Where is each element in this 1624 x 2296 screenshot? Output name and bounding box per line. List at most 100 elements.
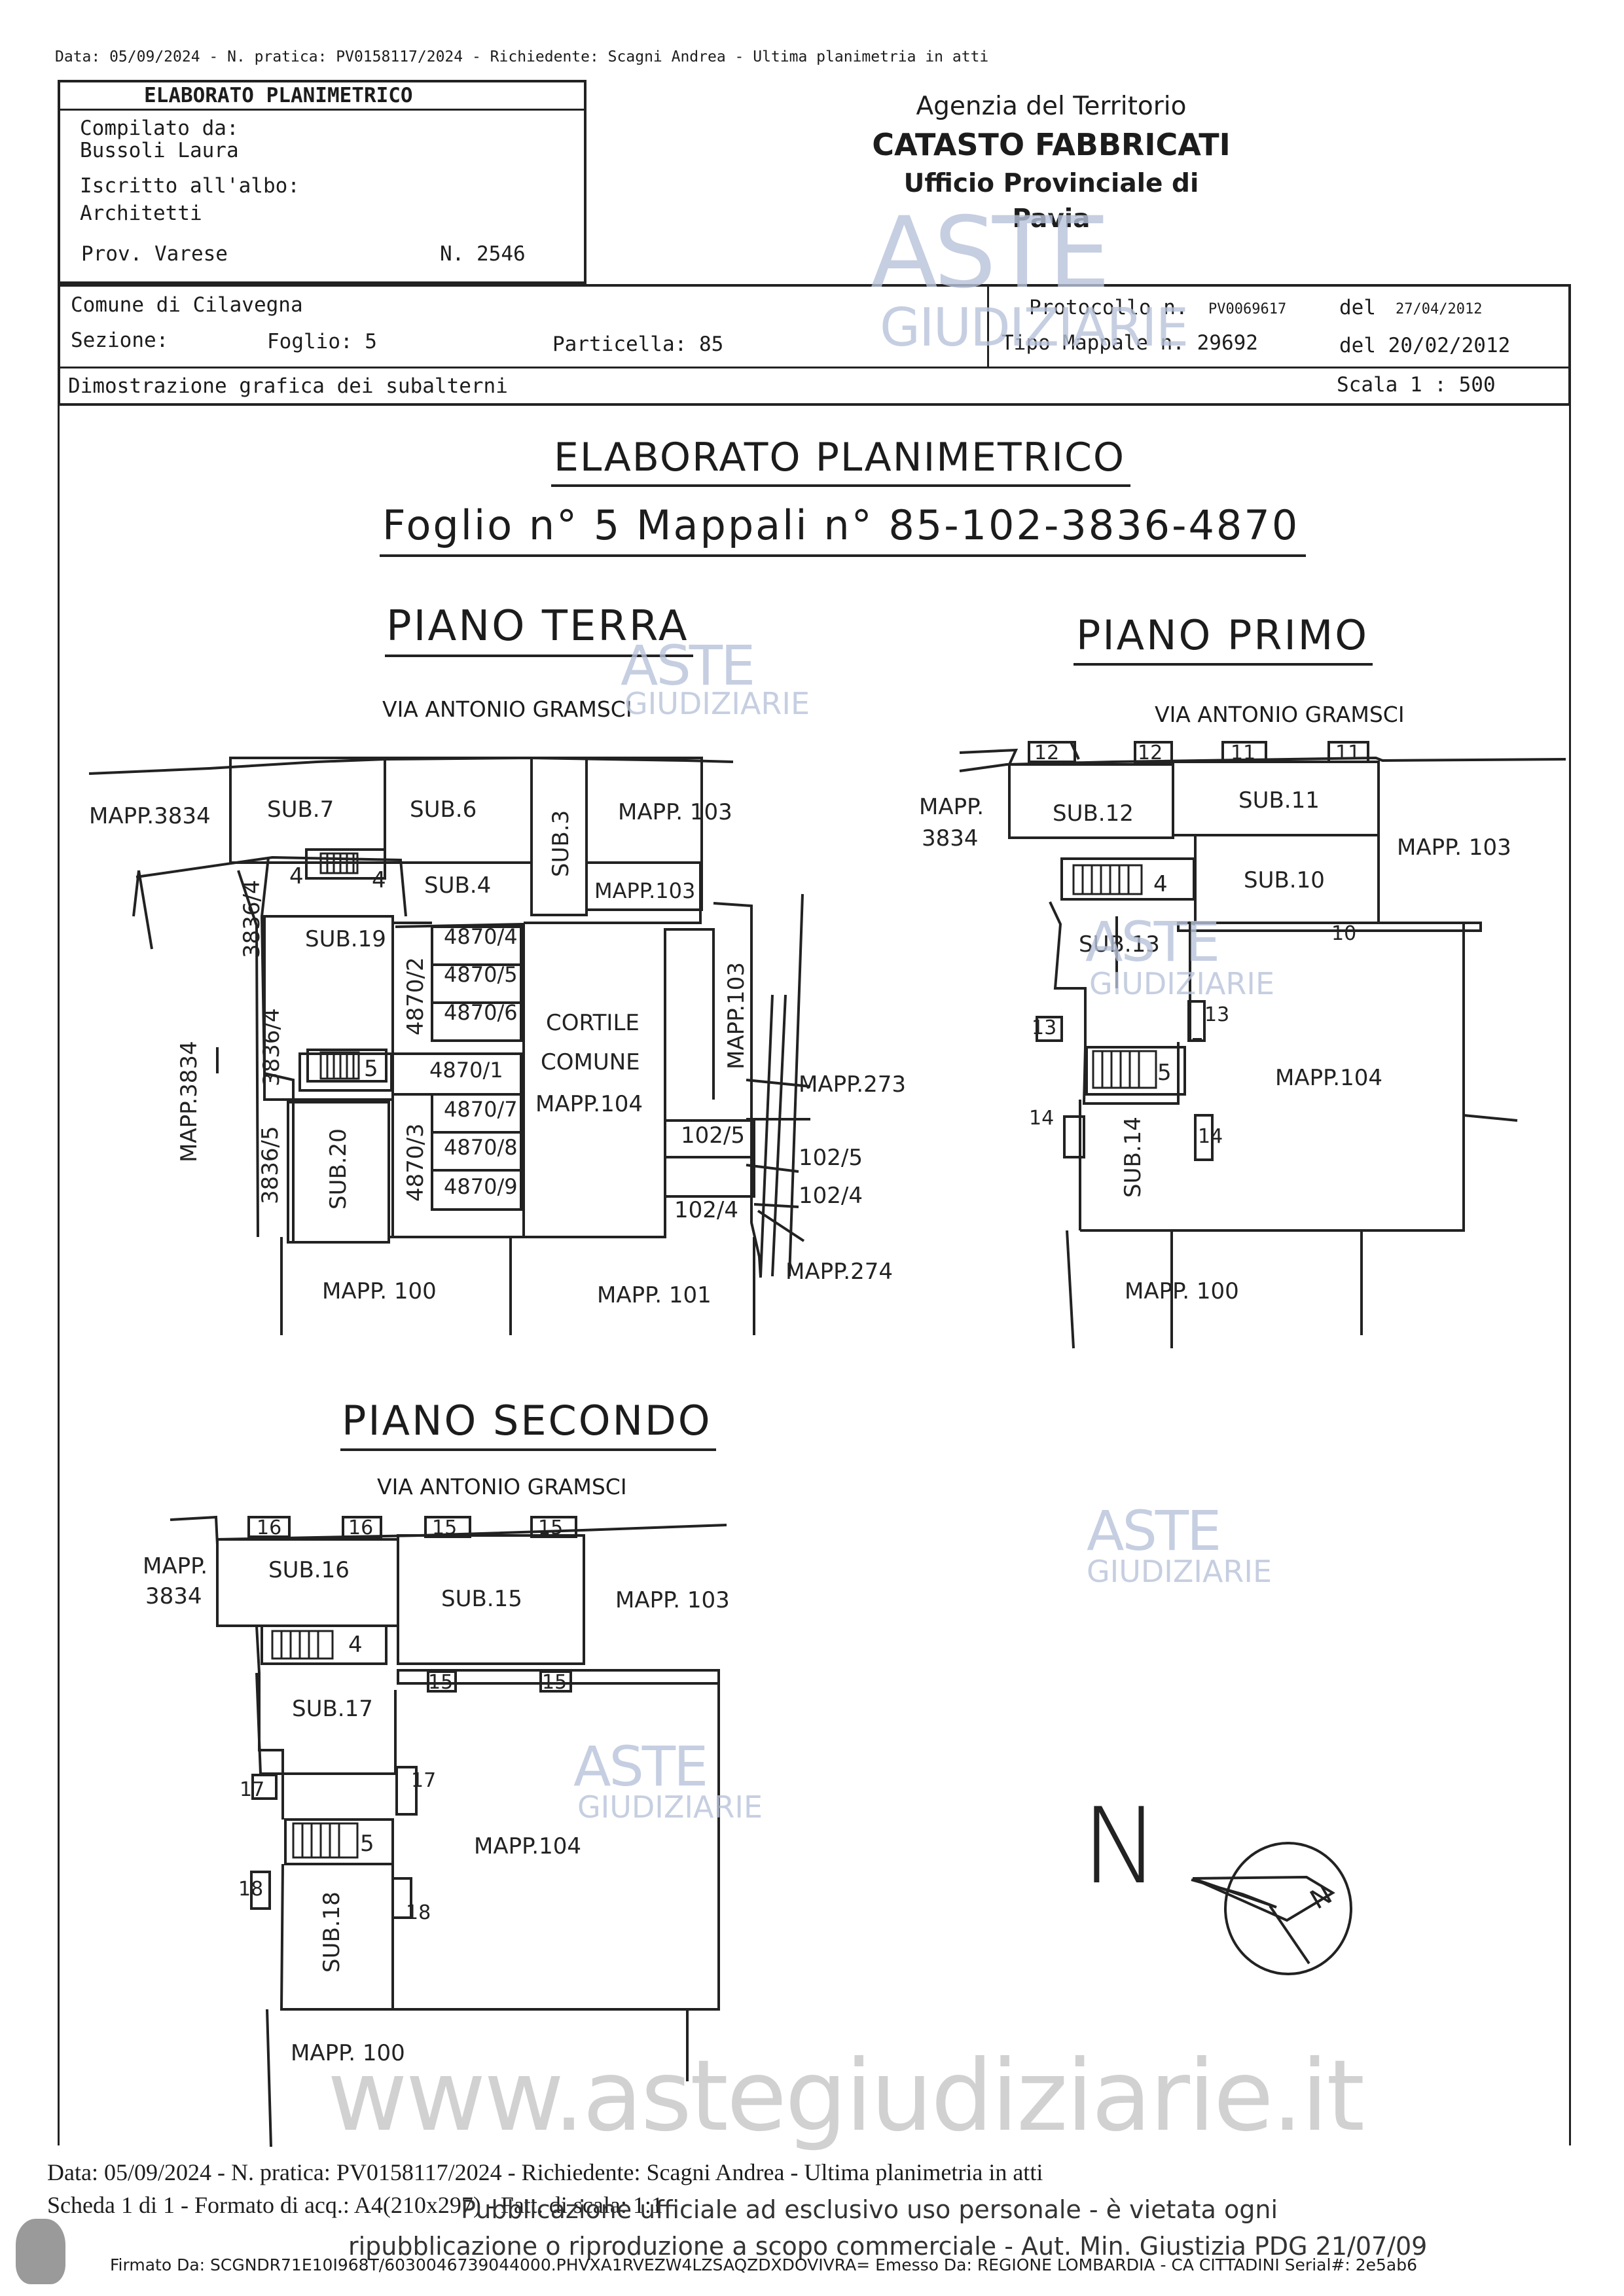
info-box [58,284,1571,406]
piano-terra-heading: PIANO TERRA [385,602,693,657]
ps-label: 15 [538,1516,563,1539]
watermark-giudiziarie-1: GIUDIZIARIE [624,686,810,721]
compass-n: N [1305,1880,1337,1916]
stair-primo-top [1072,864,1143,895]
ps-label: SUB.15 [441,1586,522,1612]
watermark-giudiziarie-3: GIUDIZIARIE [1087,1554,1272,1589]
pp-label: 13 [1032,1016,1056,1039]
ps-label: 5 [360,1831,374,1857]
ps-label: 18 [238,1878,263,1901]
top-line: Data: 05/09/2024 - N. pratica: PV0158117… [55,48,989,65]
pt-label: 102/5 [681,1122,745,1149]
pp-label: MAPP. 100 [1125,1278,1239,1304]
piano-primo-heading: PIANO PRIMO [1074,611,1373,666]
pt-label: 4 [289,863,304,889]
pt-label: 4870/4 [444,924,518,949]
box-title: ELABORATO PLANIMETRICO [144,84,413,107]
pt-label: 3836/4 [239,880,265,958]
pp-label: 14 [1029,1107,1054,1130]
comune: Comune di Cilavegna [71,293,303,317]
info-box-divider-v [987,284,989,368]
ps-label: SUB.17 [292,1696,373,1722]
info-box-divider-h [58,367,1571,368]
pt-label: MAPP.3834 [176,1041,202,1162]
compilato-label: Compilato da: [80,117,239,140]
prov-label: Prov. Varese [81,242,228,266]
pp-label: 5 [1157,1060,1172,1086]
agency-line-2: CATASTO FABBRICATI [872,127,1231,162]
pt-label: 4870/1 [429,1058,503,1083]
ps-label: 3834 [145,1583,202,1609]
foglio: Foglio: 5 [267,330,377,353]
protocollo-del: del [1339,296,1376,319]
ps-label: 18 [406,1901,431,1924]
stair-primo-mid [1092,1050,1157,1089]
piano-primo-lines [959,741,1566,1349]
drawing-title: ELABORATO PLANIMETRICO [551,435,1131,487]
pp-label: 10 [1331,922,1356,945]
piano-terra-street: VIA ANTONIO GRAMSCI [382,696,632,722]
pt-label: 3836/5 [257,1126,283,1204]
agency-line-1: Agenzia del Territorio [916,92,1187,121]
protocollo-date: 27/04/2012 [1396,301,1483,317]
pt-label: MAPP. 100 [322,1278,437,1304]
north-letter: N [1081,1785,1160,1907]
ps-label: 15 [542,1671,567,1694]
sezione: Sezione: [71,329,169,352]
pt-label: 4 [372,867,386,893]
protocollo-value: PV0069617 [1208,301,1287,317]
pt-label: MAPP.3834 [89,803,211,829]
pt-label: 4870/5 [444,962,518,987]
pp-label: 11 [1335,742,1360,764]
pt-label: SUB.6 [410,797,477,823]
footer-line-1: Data: 05/09/2024 - N. pratica: PV0158117… [47,2159,1043,2185]
pt-label: 3836/4 [259,1008,285,1086]
compiler-box [58,80,586,284]
piano-primo-labels: 12 12 11 11 MAPP. 3834 SUB.12 SUB.11 MAP… [919,742,1511,1304]
watermark-aste-3: ASTE [1087,1499,1221,1563]
pt-label: 4870/7 [444,1097,518,1122]
pp-label: 13 [1204,1003,1229,1026]
protocollo-label: Protocollo n. [1029,296,1188,319]
pp-label: 11 [1231,742,1255,764]
pt-label: COMUNE [541,1049,640,1075]
ps-label: 4 [348,1632,363,1658]
ps-label: 17 [411,1769,436,1792]
watermark-aste-1: ASTE [621,634,755,698]
ps-label: MAPP. 100 [291,2040,405,2066]
watermark-giudiziarie-2: GIUDIZIARIE [1089,966,1275,1001]
piano-secondo-heading: PIANO SECONDO [340,1397,716,1451]
pt-label: 4870/3 [403,1123,429,1202]
watermark-aste-2: ASTE [1085,910,1220,974]
watermark-aste-4: ASTE [573,1734,708,1799]
pt-label: 102/4 [799,1183,863,1209]
watermark-site: www.astegiudiziarie.it [327,2039,1365,2153]
compilato-name: Bussoli Laura [80,139,239,162]
publication-notice-2: ripubblicazione o riproduzione a scopo c… [348,2232,1428,2261]
numero-albo: N. 2546 [440,242,526,266]
pt-label: MAPP. 101 [597,1282,712,1308]
pt-label: MAPP.103 [594,878,695,903]
pp-label: 3834 [922,825,979,852]
ps-label: SUB.18 [319,1892,345,1973]
piano-primo-street: VIA ANTONIO GRAMSCI [1155,702,1405,727]
pp-label: MAPP. 103 [1397,834,1511,861]
pp-label: SUB.11 [1238,787,1320,814]
piano-secondo-lines [170,1515,727,2147]
pt-label: 4870/6 [444,1000,518,1025]
pt-label: CORTILE [546,1010,640,1036]
pt-label: MAPP. 103 [618,799,732,825]
drawing-frame [58,406,1571,2145]
pt-label: 4870/9 [444,1174,518,1199]
scala: Scala 1 : 500 [1337,373,1496,397]
ps-label: 17 [240,1778,264,1801]
pp-label: SUB.10 [1244,867,1325,893]
pt-label: SUB.3 [548,810,574,877]
pp-label: 12 [1138,742,1163,764]
compiler-box-divider [58,109,586,111]
piano-secondo-labels: 16 16 15 15 MAPP. 3834 SUB.16 SUB.15 MAP… [143,1516,730,2066]
pt-label: 4870/2 [403,957,429,1035]
pt-label: MAPP.274 [785,1259,893,1285]
agency-line-4: Pavia [1012,204,1091,234]
